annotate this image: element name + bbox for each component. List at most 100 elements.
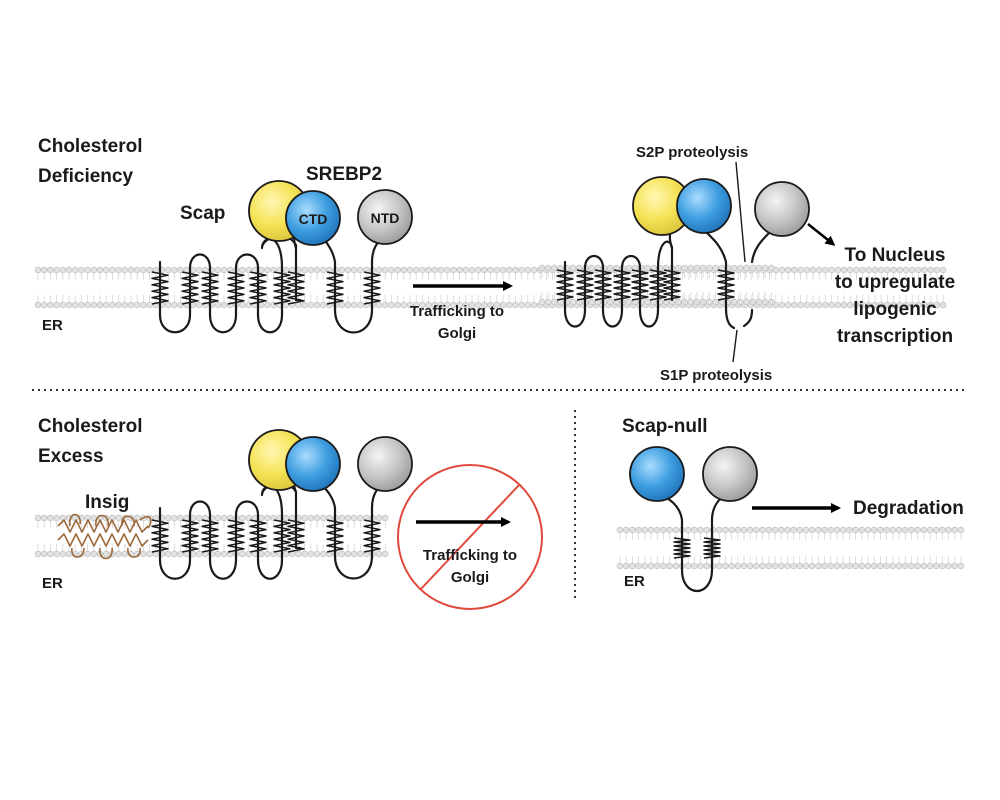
- lipid-head: [877, 301, 885, 309]
- lipid-head: [47, 514, 54, 522]
- lipid-head: [712, 264, 719, 272]
- srebp2-ntd-domain-excess: [357, 436, 413, 492]
- lipid-head: [693, 298, 701, 306]
- lipid-head: [71, 301, 79, 309]
- lipid-head: [755, 298, 763, 306]
- lipid-head: [475, 301, 482, 309]
- lipid-head: [499, 301, 507, 309]
- lipid-head: [915, 266, 922, 274]
- lipid-head: [730, 264, 738, 272]
- lipid-head: [338, 550, 345, 558]
- srebp2-ctd-domain-excess: [285, 436, 341, 492]
- lipid-head: [771, 526, 779, 534]
- scap-protein-golgi: [563, 240, 674, 328]
- lipid-head: [737, 264, 744, 272]
- lipid-head: [450, 301, 457, 309]
- lipid-head: [877, 562, 884, 570]
- lipid-head: [635, 562, 642, 570]
- lipid-head: [746, 526, 754, 534]
- lipid-head: [506, 301, 513, 309]
- lipid-head: [59, 301, 66, 309]
- srebp2-cleaved-fragment: [724, 260, 736, 330]
- transmembrane-helix: [287, 519, 305, 553]
- lipid-head: [865, 301, 872, 309]
- lipid-head: [815, 301, 823, 309]
- lipid-head: [853, 266, 860, 274]
- lipid-head: [896, 266, 903, 274]
- lipid-head: [588, 264, 595, 272]
- lipid-head: [840, 266, 848, 274]
- lipid-head: [301, 266, 308, 274]
- lipid-head: [691, 562, 698, 570]
- lipid-head: [214, 301, 222, 309]
- lipid-head: [351, 514, 358, 522]
- lipid-head: [47, 266, 54, 274]
- lipid-head: [388, 266, 395, 274]
- lipid-head: [839, 562, 847, 570]
- lipid-head: [462, 301, 469, 309]
- lipid-head: [828, 301, 835, 309]
- lipid-head: [34, 301, 42, 309]
- lipid-head: [425, 266, 432, 274]
- lipid-head: [932, 562, 940, 570]
- lipid-head: [96, 266, 104, 274]
- lipid-head: [388, 301, 395, 309]
- lipid-head: [908, 562, 915, 570]
- lipid-head: [768, 264, 775, 272]
- transmembrane-helix: [249, 271, 267, 305]
- lipid-head: [753, 562, 760, 570]
- transmembrane-helix: [287, 271, 305, 305]
- lipid-head: [121, 301, 129, 309]
- lipid-head: [908, 526, 915, 534]
- lipid-head: [635, 526, 642, 534]
- lipid-head: [784, 526, 791, 534]
- lipid-head: [351, 301, 358, 309]
- lipid-head: [790, 562, 797, 570]
- title-scap-null: Scap-null: [622, 416, 708, 437]
- lipid-head: [313, 266, 321, 274]
- lipid-head: [765, 526, 772, 534]
- lipid-head: [728, 562, 735, 570]
- lipid-head: [313, 550, 321, 558]
- lipid-head: [791, 266, 798, 274]
- lipid-head: [734, 562, 741, 570]
- lipid-head: [468, 301, 476, 309]
- lipid-head: [740, 526, 748, 534]
- lipid-head: [951, 562, 958, 570]
- insig-protein: [57, 513, 152, 560]
- lipid-head: [196, 550, 203, 558]
- panel-scap-null: Scap-null ER Degradation: [622, 416, 964, 593]
- srebp2-ntd-released: [754, 181, 810, 237]
- lipid-head: [177, 514, 184, 522]
- lipid-head: [895, 562, 903, 570]
- lipid-head: [852, 562, 859, 570]
- nucleus-label-line2: to upregulate: [835, 272, 955, 293]
- transmembrane-helix: [249, 519, 267, 553]
- lipid-head: [40, 514, 48, 522]
- lipid-head: [444, 266, 451, 274]
- trafficking-label-line2: Golgi: [438, 325, 476, 342]
- lipid-head: [846, 266, 854, 274]
- lipid-head: [34, 514, 42, 522]
- lipid-head: [809, 266, 817, 274]
- lipid-head: [115, 266, 122, 274]
- lipid-head: [506, 266, 513, 274]
- lipid-head: [53, 550, 60, 558]
- lipid-head: [822, 301, 829, 309]
- lipid-head: [127, 301, 135, 309]
- lipid-head: [622, 562, 630, 570]
- lipid-head: [957, 562, 965, 570]
- lipid-head: [871, 301, 879, 309]
- lipid-head: [901, 562, 909, 570]
- lipid-head: [357, 301, 364, 309]
- lipid-head: [239, 514, 246, 522]
- lipid-head: [65, 550, 73, 558]
- lipid-head: [622, 526, 630, 534]
- lipid-head: [687, 264, 694, 272]
- lipid-head: [691, 526, 698, 534]
- lipid-head: [65, 301, 73, 309]
- lipid-head: [895, 526, 903, 534]
- nucleus-label-line4: transcription: [837, 326, 953, 347]
- lipid-head: [759, 526, 766, 534]
- lipid-head: [616, 562, 624, 570]
